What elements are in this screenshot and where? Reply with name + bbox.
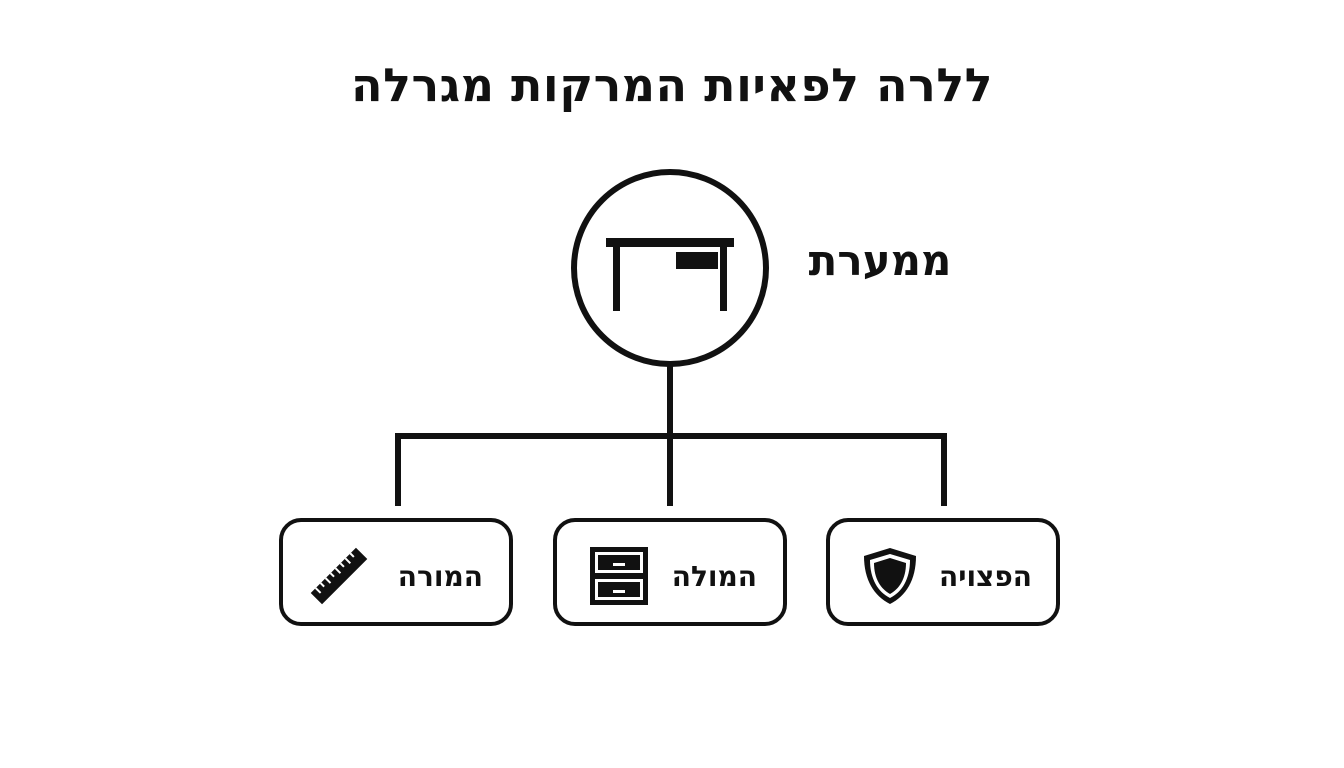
drawer-cabinet-icon <box>587 544 651 608</box>
root-node-label: ממערת <box>808 236 952 285</box>
diagram-title: ללרה לפאיות המרקות מגרלה <box>351 58 993 112</box>
child-node-ruler: המורה <box>279 518 513 626</box>
child-node-label: הפצויה <box>938 560 1032 593</box>
child-node-label: המורה <box>397 560 483 593</box>
shield-icon <box>858 544 922 608</box>
child-node-shield: הפצויה <box>826 518 1060 626</box>
child-node-cabinet: המולה <box>553 518 787 626</box>
child-node-label: המולה <box>671 560 757 593</box>
ruler-icon <box>307 544 371 608</box>
root-node-circle <box>571 169 769 367</box>
desk-icon <box>606 238 734 311</box>
